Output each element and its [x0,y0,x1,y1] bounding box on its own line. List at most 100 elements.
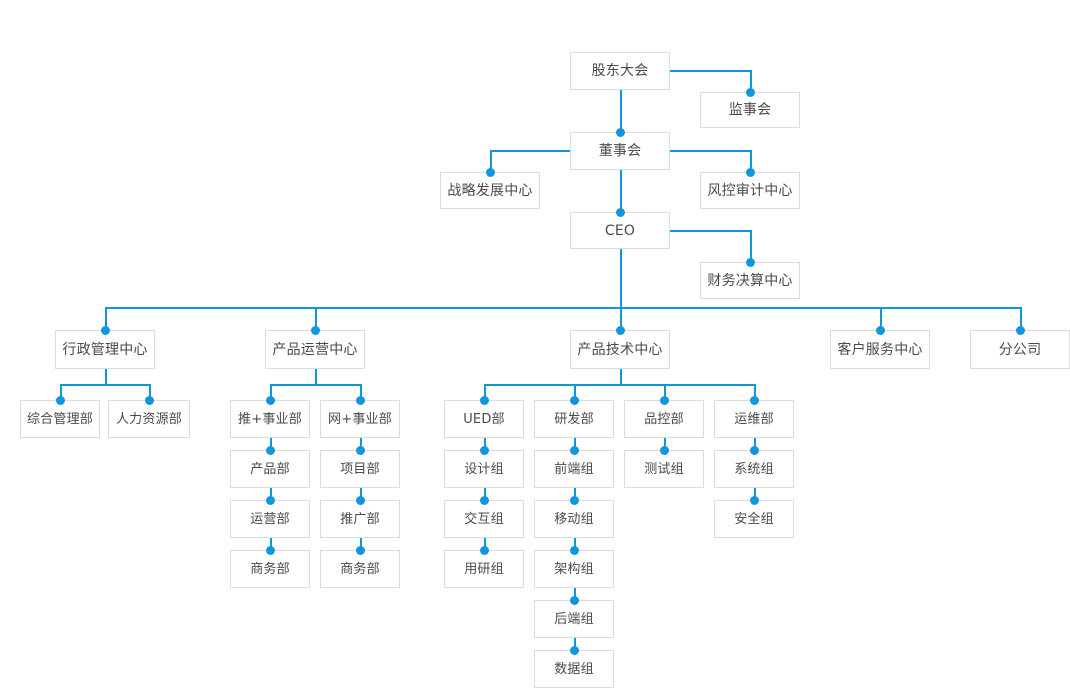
org-node-label: 财务决算中心 [707,272,793,289]
org-node[interactable]: 测试组 [624,450,704,488]
org-node[interactable]: 数据组 [534,650,614,688]
org-node[interactable]: 分公司 [970,330,1070,369]
connector-tech-ops [754,384,756,400]
connector-tech-bus [484,384,754,386]
connector-dot-e3 [569,495,579,505]
org-node-label: 运营部 [250,511,290,527]
org-node-label: 用研组 [464,561,504,577]
org-node-label: 前端组 [554,461,594,477]
org-node[interactable]: 财务决算中心 [700,262,800,299]
org-node[interactable]: 运维部 [714,400,794,438]
org-node[interactable]: 品控部 [624,400,704,438]
org-node[interactable]: CEO [570,212,670,249]
org-node[interactable]: 推+事业部 [230,400,310,438]
org-node-label: 网+事业部 [328,411,392,427]
org-node[interactable]: 商务部 [320,550,400,588]
org-node-label: 研发部 [554,411,594,427]
org-node-label: 风控审计中心 [707,182,793,199]
org-node-label: 股东大会 [591,63,649,79]
org-node-label: 移动组 [554,511,594,527]
connector-dot-c1 [355,395,365,405]
org-node[interactable]: 网+事业部 [320,400,400,438]
org-node-label: 人力资源部 [115,411,182,427]
connector-admin-stem [105,369,107,384]
connector-dot-board [615,127,625,137]
connector-tech-ued [484,384,486,400]
connector-operations-right [360,384,362,400]
org-node[interactable]: 后端组 [534,600,614,638]
org-node[interactable]: 产品技术中心 [570,330,670,369]
connector-dot-ceo [615,207,625,217]
connector-dot-c3 [355,495,365,505]
connector-dot-e6 [569,645,579,655]
connector-dot-tech [615,325,625,335]
org-node[interactable]: 风控审计中心 [700,172,800,209]
org-node[interactable]: 商务部 [230,550,310,588]
connector-admin-bus [60,384,149,386]
org-node[interactable]: 董事会 [570,132,670,170]
connector-board-to-risk [670,150,750,152]
connector-bus-service [880,307,882,330]
connector-strategy-drop [490,150,492,172]
org-node[interactable]: 系统组 [714,450,794,488]
connector-dot-branch [1015,325,1025,335]
org-node-label: 客户服务中心 [837,341,923,358]
connector-dot-c2 [355,445,365,455]
connector-dot-b1 [265,395,275,405]
org-node[interactable]: 战略发展中心 [440,172,540,209]
org-node[interactable]: 产品部 [230,450,310,488]
org-node[interactable]: 监事会 [700,92,800,128]
org-node-label: 推+事业部 [238,411,302,427]
org-node[interactable]: 产品运营中心 [265,330,365,369]
connector-board-to-strategy [490,150,570,152]
org-node[interactable]: 综合管理部 [20,400,100,438]
org-node[interactable]: 推广部 [320,500,400,538]
connector-dot-g3 [749,495,759,505]
org-node[interactable]: 移动组 [534,500,614,538]
connector-b1-b2 [270,438,272,450]
connector-admin-left [60,384,62,400]
connector-bus-operations [315,307,317,330]
connector-bus-branch [1020,307,1022,330]
connector-dot-d3 [479,495,489,505]
org-node[interactable]: 项目部 [320,450,400,488]
org-node[interactable]: 用研组 [444,550,524,588]
connector-dot-c4 [355,545,365,555]
org-node[interactable]: 行政管理中心 [55,330,155,369]
org-node[interactable]: 交互组 [444,500,524,538]
connector-shareholders-to-supervisors [670,70,750,72]
org-node[interactable]: 设计组 [444,450,524,488]
org-node[interactable]: 前端组 [534,450,614,488]
connector-e4-e5 [574,588,576,600]
org-node-label: 品控部 [644,411,684,427]
connector-dot-b3 [265,495,275,505]
connector-c3-c4 [360,538,362,550]
org-node[interactable]: 架构组 [534,550,614,588]
connector-shareholders-board [620,90,622,132]
org-node[interactable]: UED部 [444,400,524,438]
org-node[interactable]: 运营部 [230,500,310,538]
connector-c2-c3 [360,488,362,500]
org-node-label: 设计组 [464,461,504,477]
org-node-label: UED部 [463,411,505,427]
connector-dot-e1 [569,395,579,405]
connector-c1-c2 [360,438,362,450]
connector-admin-right [149,384,151,400]
org-node[interactable]: 研发部 [534,400,614,438]
connector-operations-stem [315,369,317,384]
connector-dot-b4 [265,545,275,555]
connector-e5-e6 [574,638,576,650]
org-node[interactable]: 股东大会 [570,52,670,90]
connector-finance-drop [750,230,752,262]
connector-g1-g2 [754,438,756,450]
connector-e2-e3 [574,488,576,500]
org-node-label: 行政管理中心 [62,341,148,358]
connector-dot-f2 [659,445,669,455]
org-node-label: 商务部 [250,561,290,577]
org-node[interactable]: 安全组 [714,500,794,538]
org-node[interactable]: 客户服务中心 [830,330,930,369]
org-node-label: 产品运营中心 [272,341,358,358]
org-node[interactable]: 人力资源部 [108,400,190,438]
connector-dot-service [875,325,885,335]
